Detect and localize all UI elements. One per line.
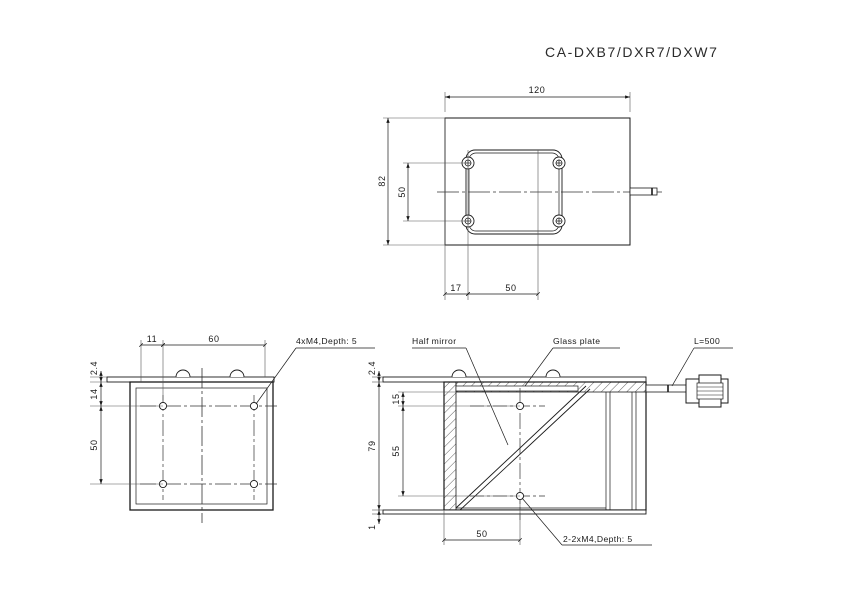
dimension-79: 79	[367, 382, 381, 510]
section-view-top-plate	[382, 376, 647, 383]
left-view-tapped-hole	[249, 479, 259, 489]
dimension-label: 15	[391, 393, 401, 404]
dimension-label: 2.4	[89, 361, 99, 375]
left-view-tapped-hole	[249, 401, 259, 411]
dimension-label: 50	[505, 283, 516, 293]
dimension-60: 60	[161, 334, 267, 347]
dimension-label: 1	[367, 524, 377, 530]
left-view: 11 60 2.4 14 50 4xM4,Depth: 5	[89, 334, 375, 523]
cable-assembly	[645, 374, 729, 408]
cable-lead	[645, 384, 687, 393]
top-view-screw-head	[552, 156, 566, 170]
section-view-glass-plate	[455, 385, 579, 392]
section-view-bump	[545, 369, 561, 378]
note-half-mirror: Half mirror	[412, 336, 457, 346]
dimension-50-section: 50	[442, 529, 522, 542]
dimension-label: 120	[529, 85, 546, 95]
section-view: L=500 Half mirror Glass plate 2-2xM4,Dep…	[367, 336, 733, 546]
dimension-label: 50	[89, 439, 99, 450]
dimension-1: 1	[367, 510, 381, 530]
note-glass-plate-leader	[524, 347, 620, 387]
dimension-label: 17	[450, 283, 461, 293]
dimension-label: 82	[377, 175, 387, 186]
note-4xm4-leader	[255, 347, 375, 405]
note-2-2xm4-leader	[521, 497, 652, 546]
dimension-11: 11	[139, 334, 165, 347]
left-view-body-inner	[135, 387, 268, 505]
dimension-50-vertical: 50	[397, 162, 468, 222]
drawing-title: CA-DXB7/DXR7/DXW7	[545, 44, 719, 60]
note-half-mirror-leader	[412, 347, 509, 446]
dimension-50-horizontal: 50	[466, 283, 540, 296]
section-view-bump	[451, 369, 467, 378]
top-view-cable-stub	[629, 187, 658, 196]
dimension-15: 15	[391, 392, 405, 406]
dimension-label: 14	[89, 388, 99, 399]
section-view-half-mirror	[455, 385, 591, 512]
dimension-label: 50	[476, 529, 487, 539]
dimension-82: 82	[377, 117, 445, 246]
top-view: 120 82 50 17 50	[377, 85, 662, 300]
dimension-55: 55	[391, 406, 405, 496]
left-view-bump	[175, 369, 191, 378]
dimension-label: 2.4	[367, 361, 377, 375]
top-view-screw-head	[552, 214, 566, 228]
left-view-bump	[229, 369, 245, 378]
dimension-label: 60	[208, 334, 219, 344]
left-view-body-outline	[129, 381, 274, 511]
note-2-2xm4: 2-2xM4,Depth: 5	[563, 534, 633, 544]
dimension-120: 120	[444, 85, 631, 112]
dimension-14: 14	[89, 382, 103, 406]
note-4xm4: 4xM4,Depth: 5	[296, 336, 357, 346]
left-view-top-plate	[106, 376, 275, 383]
section-view-base-plate	[382, 509, 647, 515]
note-cable-length-leader	[671, 347, 733, 387]
note-cable-length: L=500	[694, 336, 720, 346]
dimension-17: 17	[443, 283, 470, 296]
top-view-body-outline	[444, 117, 631, 246]
note-glass-plate: Glass plate	[553, 336, 600, 346]
dimension-2p4: 2.4	[89, 361, 103, 382]
section-view-wall-hatch-left	[443, 381, 457, 511]
dimension-label: 11	[147, 334, 158, 344]
dimension-50-left-view: 50	[89, 406, 103, 484]
dimension-label: 55	[391, 445, 401, 456]
dimension-2p4-section: 2.4	[367, 361, 381, 382]
dimension-label: 79	[367, 440, 377, 451]
dimension-label: 50	[397, 186, 407, 197]
